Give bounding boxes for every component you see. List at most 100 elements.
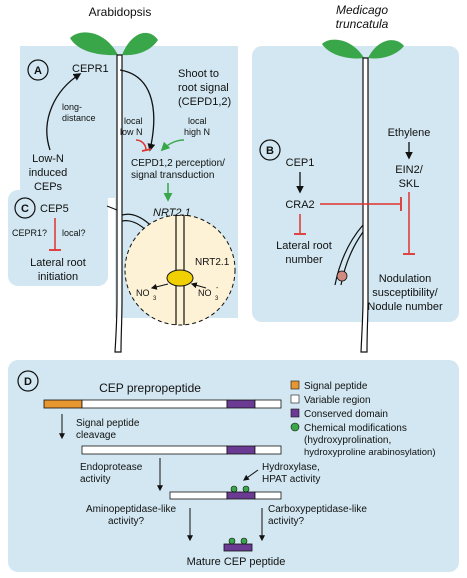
svg-text:3: 3 (215, 296, 219, 302)
arrow-no3-left (150, 283, 169, 290)
legend: Signal peptide Variable region Conserved… (290, 380, 436, 458)
arabidopsis-title: Arabidopsis (89, 5, 152, 19)
low-n-line2: induced (29, 167, 68, 179)
arrow-ceps-to-cepr1 (46, 73, 82, 151)
propeptide-variable-2 (254, 445, 282, 455)
modification-dot-2 (242, 485, 250, 493)
panel-b-letter: B (266, 145, 274, 157)
ethylene-label: Ethylene (388, 127, 431, 139)
arabidopsis-leaf-right (122, 32, 158, 56)
legend-swatch-variable (290, 394, 300, 404)
modification-dot-1 (230, 485, 238, 493)
arabidopsis-root (114, 54, 123, 353)
lateral-number-line1: Lateral root (276, 240, 332, 252)
local-low-n-line1: local (124, 116, 143, 126)
medicago-title-line2: truncatula (336, 17, 389, 31)
prepropeptide-variable-2 (254, 399, 282, 409)
panel-a-letter-circle (27, 59, 49, 81)
modified-variable-1 (169, 491, 228, 500)
shoot-signal-line2: root signal (178, 82, 229, 94)
prepropeptide-signal (43, 399, 83, 409)
legend-swatch-signal (290, 380, 300, 390)
long-distance-line1: long- (62, 102, 82, 112)
inhibit-bar-low-n (141, 148, 152, 152)
step4-line2: activity? (108, 516, 145, 527)
mature-peptide (223, 543, 253, 552)
cepr1q-label: CEPR1? (12, 228, 47, 238)
panel-a-letter: A (34, 65, 42, 77)
panel-d-title: CEP prepropeptide (99, 381, 201, 395)
svg-text:-: - (216, 285, 219, 292)
step4-line1: Aminopeptidase-like (86, 504, 176, 515)
arrow-local-high-n (160, 139, 185, 152)
legend-label-signal: Signal peptide (304, 381, 368, 392)
perception-line1: CEPD1,2 perception/ (131, 158, 225, 169)
inhibit-local-low-n (135, 139, 147, 151)
low-n-line3: CEPs (34, 181, 63, 193)
legend-label-conserved: Conserved domain (304, 409, 388, 420)
step1-line2: cleavage (76, 430, 116, 441)
nodulation-line2: susceptibility/ (372, 287, 438, 299)
step5-line2: activity? (268, 516, 305, 527)
nodulation-line3: Nodule number (367, 301, 443, 313)
nrt21-protein-label: NRT2.1 (195, 257, 230, 268)
arabidopsis-leaf-left (70, 32, 118, 56)
nodulation-line1: Nodulation (379, 273, 432, 285)
legend-sub-line2: hydroxyproline arabinosylation) (304, 447, 436, 458)
legend-label-modification: Chemical modifications (304, 423, 407, 434)
panel-d-background (8, 360, 459, 572)
step1-line1: Signal peptide (76, 418, 140, 429)
legend-swatch-modification (290, 422, 300, 432)
panel-b-letter-circle (259, 139, 281, 161)
svg-text:3: 3 (153, 296, 157, 302)
step2-line2: activity (80, 474, 111, 485)
lateral-initiation-line1: Lateral root (30, 257, 86, 269)
medicago-title-line1: Medicago (336, 3, 388, 17)
modified-variable-2 (254, 491, 282, 500)
step3-line2: HPAT activity (262, 474, 320, 485)
propeptide-variable-1 (81, 445, 228, 455)
medicago-root (360, 57, 369, 353)
ein2-line1: EIN2/ (395, 164, 423, 176)
local-high-n-line1: local (188, 116, 207, 126)
cep1-label: CEP1 (286, 157, 315, 169)
long-distance-line2: distance (62, 113, 96, 123)
arrow-step3 (243, 469, 259, 481)
mature-label: Mature CEP peptide (187, 556, 286, 568)
medicago-leaf-left (322, 39, 364, 59)
panel-d-letter: D (24, 376, 32, 388)
local-low-n-line2: low N (120, 127, 143, 137)
svg-text:NO: NO (136, 288, 150, 298)
mature-dot-1 (228, 537, 236, 545)
arabidopsis-lateral-root-left (106, 205, 118, 211)
mature-dot-2 (240, 537, 248, 545)
panel-d-letter-circle (17, 370, 39, 392)
legend-label-variable: Variable region (304, 395, 371, 406)
svg-text:NO: NO (198, 288, 212, 298)
lateral-initiation-line2: initiation (38, 271, 78, 283)
nrt21-gene-label: NRT2.1 (153, 207, 191, 219)
cep5-label: CEP5 (40, 203, 69, 215)
arrow-no3-right (190, 282, 207, 289)
modified-conserved (226, 491, 256, 500)
local-high-n-line2: high N (184, 127, 210, 137)
step2-line1: Endoprotease (80, 462, 143, 473)
panel-c-letter-circle (14, 197, 36, 219)
panel-c-letter: C (21, 203, 29, 215)
arrow-shoot-to-root (119, 69, 156, 152)
nrt21-transporter (166, 269, 194, 287)
panel-b-background (252, 46, 459, 322)
low-n-line1: Low-N (32, 153, 64, 165)
prepropeptide-variable-1 (81, 399, 228, 409)
cepr1-label: CEPR1 (72, 63, 109, 75)
shoot-signal-line3: (CEPD1,2) (178, 96, 231, 108)
step5-line1: Carboxypeptidase-like (268, 504, 367, 515)
no3-right: NO 3 - (198, 285, 219, 302)
perception-line2: signal transduction (131, 170, 214, 181)
nodule (336, 270, 348, 282)
medicago-leaf-right (368, 40, 404, 59)
legend-sub-line1: (hydroxyprolination, (304, 435, 391, 446)
lateral-number-line2: number (285, 254, 323, 266)
